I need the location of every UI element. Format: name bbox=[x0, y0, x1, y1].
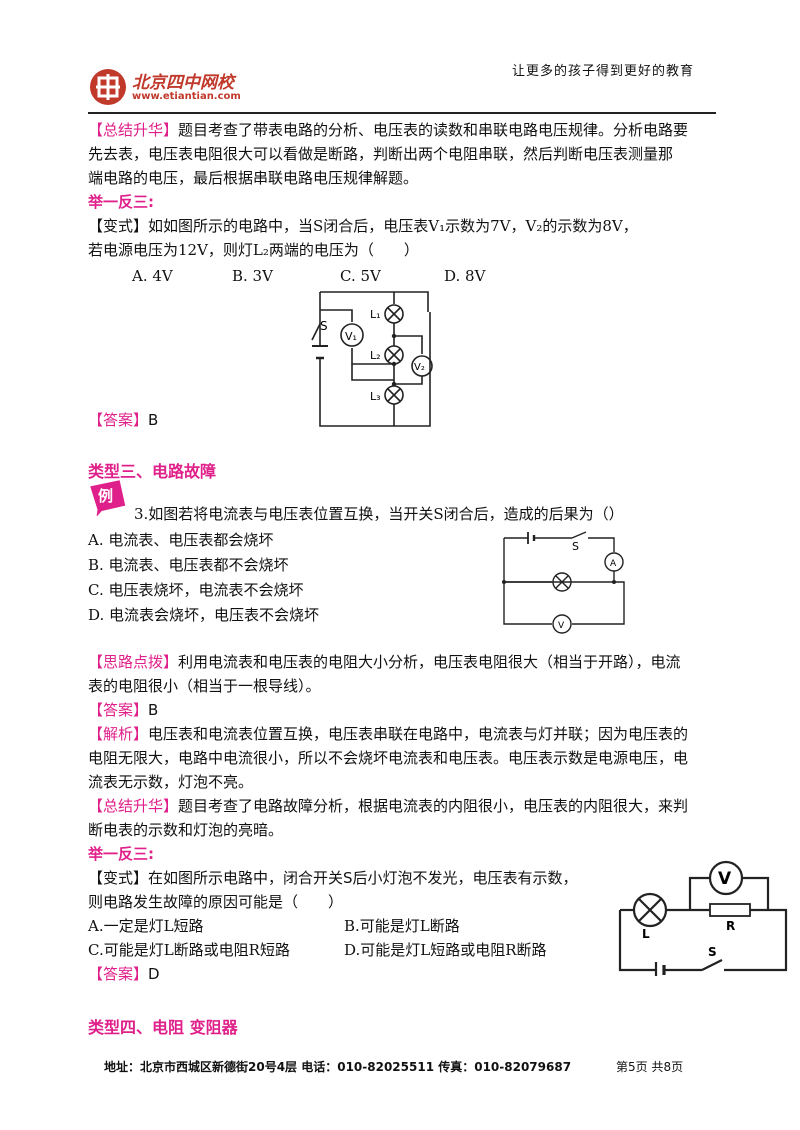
switch-label: S bbox=[320, 319, 328, 333]
analysis-line-2: 电阻无限大，电路中电流很小，所以不会烧坏电流表和电压表。电压表示数是电源电压，电 bbox=[88, 749, 689, 767]
variant-line-2: 若电源电压为12V，则灯L₂两端的电压为（ ） bbox=[88, 241, 419, 259]
summary-line-2: 先去表，电压表电阻很大可以看做是断路，判断出两个电阻串联，然后判断电压表测量那 bbox=[88, 145, 674, 163]
summary-line-3: 端电路的电压，最后根据串联电路电压规律解题。 bbox=[88, 169, 419, 187]
variant-option-b: B.可能是灯L断路 bbox=[344, 917, 460, 935]
answer-1: 【答案】B bbox=[88, 408, 158, 432]
example-question: 3.如图若将电流表与电压表位置互换，当开关S闭合后，造成的后果为（） bbox=[134, 505, 624, 523]
section-3-title: 类型三、电路故障 bbox=[88, 462, 217, 481]
option-d: D. 8V bbox=[444, 267, 486, 285]
variant-tag: 【变式】 bbox=[88, 217, 149, 235]
summary-line-1: 题目考查了带表电路的分析、电压表的读数和串联电路电压规律。分析电路要 bbox=[178, 121, 689, 139]
summary-2-paragraph: 【总结升华】题目考查了电路故障分析，根据电流表的内阻很小，电压表的内阻很大，来判 bbox=[88, 794, 688, 818]
circuit-diagram-1: S V₁ V₂ L₁ L₂ L₃ bbox=[311, 291, 433, 427]
analysis-line-3: 流表无示数，灯泡不亮。 bbox=[88, 773, 254, 791]
summary-2-line-1: 题目考查了电路故障分析，根据电流表的内阻很小，电压表的内阻很大，来判 bbox=[178, 797, 689, 815]
answer-tag-2: 【答案】 bbox=[88, 701, 149, 719]
variant-2-question: 【变式】在如图所示电路中，闭合开关S后小灯泡不发光，电压表有示数， bbox=[88, 866, 578, 890]
school-logo: 北京四中网校 www.etiantian.com bbox=[88, 66, 268, 110]
hint-line-2: 表的电阻很小（相当于一根导线）。 bbox=[88, 677, 321, 695]
logo-brand: 北京四中网校 bbox=[132, 73, 234, 93]
practice-heading-2: 举一反三: bbox=[88, 845, 154, 863]
switch-label-3: S bbox=[708, 945, 717, 959]
ex-option-c: C. 电压表烧坏，电流表不会烧坏 bbox=[88, 581, 304, 599]
summary-paragraph: 【总结升华】题目考查了带表电路的分析、电压表的读数和串联电路电压规律。分析电路要 bbox=[88, 118, 688, 142]
hint-paragraph: 【思路点拨】利用电流表和电压表的电阻大小分析，电压表电阻很大（相当于开路），电流 bbox=[88, 650, 681, 674]
option-a: A. 4V bbox=[132, 267, 173, 285]
resistor-label: R bbox=[726, 919, 735, 933]
ex-option-a: A. 电流表、电压表都会烧坏 bbox=[88, 531, 274, 549]
variant-question: 【变式】如如图所示的电路中，当S闭合后，电压表V₁示数为7V，V₂的示数为8V， bbox=[88, 214, 638, 238]
analysis-line-1: 电压表和电流表位置互换，电压表串联在电路中，电流表与灯并联；因为电压表的 bbox=[148, 725, 689, 743]
analysis-paragraph: 【解析】电压表和电流表位置互换，电压表串联在电路中，电流表与灯并联；因为电压表的 bbox=[88, 722, 688, 746]
logo-emblem-icon bbox=[90, 69, 126, 105]
v2-label: V₂ bbox=[414, 362, 425, 373]
circuit-diagram-3: L R V S bbox=[618, 860, 788, 976]
l1-label: L₁ bbox=[370, 308, 381, 321]
option-b: B. 3V bbox=[232, 267, 273, 285]
variant-option-d: D.可能是灯L短路或电阻R断路 bbox=[344, 941, 547, 959]
switch-label-2: S bbox=[572, 540, 579, 553]
variant-2-line-1: 在如图所示电路中，闭合开关S后小灯泡不发光，电压表有示数， bbox=[148, 869, 578, 887]
summary-2-line-2: 断电表的示数和灯泡的亮暗。 bbox=[88, 821, 284, 839]
option-c: C. 5V bbox=[340, 267, 381, 285]
variant-2-line-2: 则电路发生故障的原因可能是（ ） bbox=[88, 893, 344, 911]
v1-label: V₁ bbox=[345, 330, 357, 343]
summary-tag: 【总结升华】 bbox=[88, 121, 179, 139]
ammeter-label: A bbox=[610, 559, 617, 569]
ex-option-d: D. 电流表会烧坏，电压表不会烧坏 bbox=[88, 606, 320, 624]
variant-option-a: A.一定是灯L短路 bbox=[88, 917, 204, 935]
answer-2: 【答案】B bbox=[88, 698, 158, 722]
header-slogan: 让更多的孩子得到更好的教育 bbox=[512, 64, 695, 79]
footer-page: 第5页 共8页 bbox=[616, 1060, 684, 1074]
variant-line-1: 如如图所示的电路中，当S闭合后，电压表V₁示数为7V，V₂的示数为8V， bbox=[148, 217, 638, 235]
example-badge-text: 例 bbox=[98, 487, 114, 505]
header-divider bbox=[88, 112, 716, 114]
variant-tag-2: 【变式】 bbox=[88, 869, 149, 887]
answer-tag: 【答案】 bbox=[88, 411, 149, 429]
summary-tag-2: 【总结升华】 bbox=[88, 797, 179, 815]
l2-label: L₂ bbox=[370, 349, 381, 362]
footer-address: 地址：北京市西城区新德街20号4层 电话：010-82025511 传真：010… bbox=[104, 1060, 572, 1074]
voltmeter-label-2: V bbox=[718, 869, 732, 889]
analysis-tag: 【解析】 bbox=[88, 725, 149, 743]
lamp-label: L bbox=[642, 927, 650, 941]
example-badge: 例 bbox=[88, 480, 128, 517]
section-4-title: 类型四、电阻 变阻器 bbox=[88, 1018, 238, 1037]
answer-value-3: D bbox=[148, 965, 160, 983]
ex-option-b: B. 电流表、电压表都不会烧坏 bbox=[88, 556, 289, 574]
answer-value-2: B bbox=[148, 701, 159, 719]
voltmeter-label: V bbox=[558, 621, 565, 631]
hint-tag: 【思路点拨】 bbox=[88, 653, 179, 671]
answer-value: B bbox=[148, 411, 159, 429]
practice-heading: 举一反三: bbox=[88, 193, 154, 211]
answer-3: 【答案】D bbox=[88, 962, 160, 986]
variant-option-c: C.可能是灯L断路或电阻R短路 bbox=[88, 941, 290, 959]
circuit-diagram-2: S A V bbox=[502, 531, 625, 634]
example-badge-icon bbox=[90, 480, 126, 517]
answer-tag-3: 【答案】 bbox=[88, 965, 149, 983]
hint-line-1: 利用电流表和电压表的电阻大小分析，电压表电阻很大（相当于开路），电流 bbox=[178, 653, 681, 671]
l3-label: L₃ bbox=[370, 390, 381, 403]
logo-url: www.etiantian.com bbox=[132, 91, 241, 102]
